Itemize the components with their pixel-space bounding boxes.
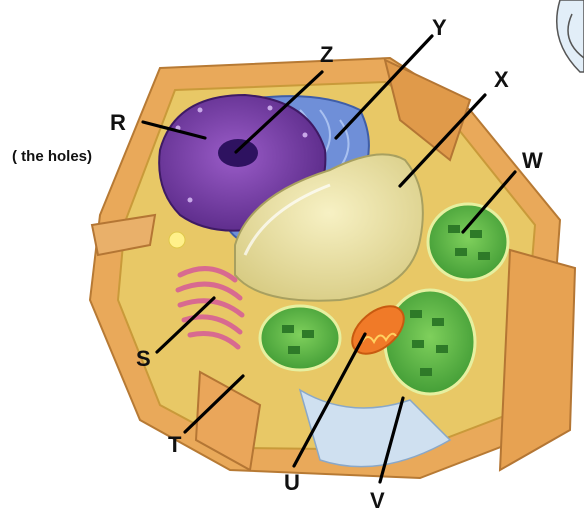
cell-wall-panel-right: [500, 250, 575, 470]
chloroplast-bottom-right: [385, 290, 475, 394]
label-r: R: [110, 110, 126, 135]
label-w: W: [522, 148, 543, 173]
label-x: X: [494, 67, 509, 92]
label-u: U: [284, 470, 300, 495]
label-v: V: [370, 488, 385, 513]
label-s: S: [136, 346, 151, 371]
nucleolus: [218, 139, 258, 167]
label-y: Y: [432, 15, 447, 40]
chloroplast-bottom-left: [260, 306, 340, 370]
label-z: Z: [320, 42, 333, 67]
vesicle: [169, 232, 185, 248]
label-r-note: ( the holes): [12, 148, 92, 165]
chloroplast-top-right: [428, 204, 508, 280]
label-t: T: [168, 432, 182, 457]
corner-bubble: [557, 0, 584, 72]
